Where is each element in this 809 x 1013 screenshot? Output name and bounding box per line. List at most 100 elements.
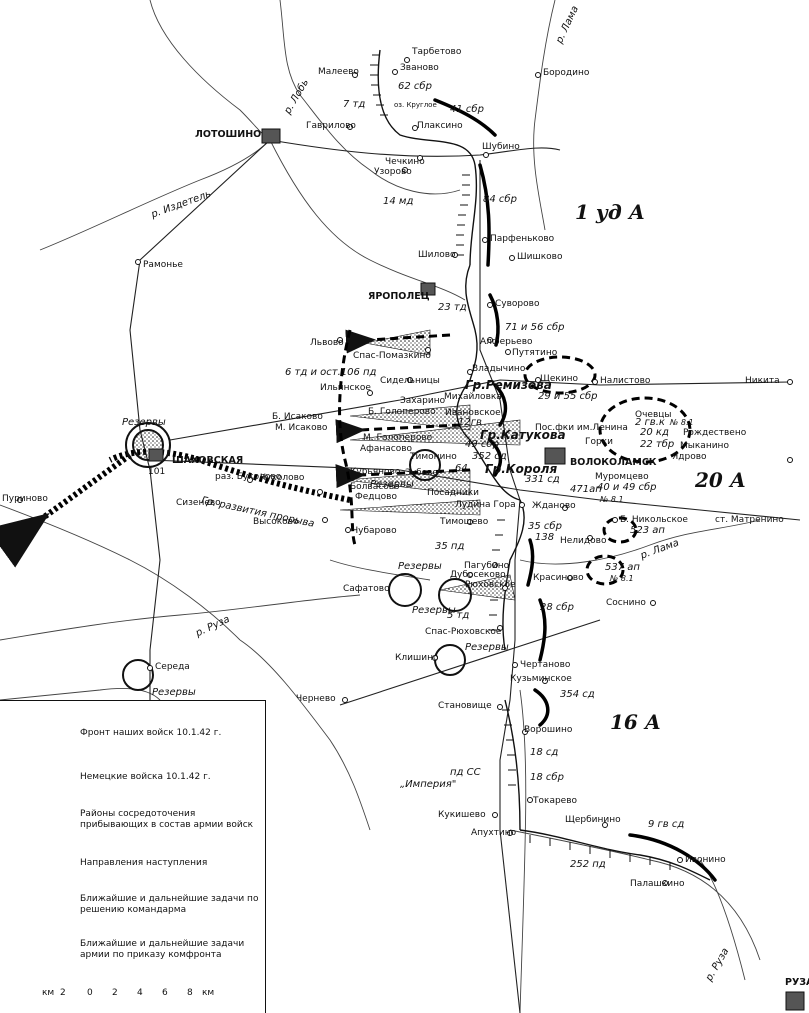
unit-label: 35 пд: [435, 541, 465, 552]
village: Кукишево: [438, 810, 486, 820]
shakhovskaya-block: [148, 448, 164, 462]
village: Тарбетово: [412, 47, 462, 57]
village: Палашкино: [630, 879, 685, 889]
village: Рождествено: [683, 428, 747, 438]
village: Б. Голоперово: [368, 407, 436, 417]
unit-label: 64: [455, 463, 468, 474]
village: Чертаново: [520, 660, 571, 670]
village: Шилово: [418, 250, 456, 260]
village: Михайловка: [444, 392, 502, 402]
unit-label: 71 и 56 сбр: [505, 322, 565, 333]
village: раз. Буколово: [215, 472, 282, 482]
unit-label: 138: [535, 532, 555, 543]
unit-label: 84 сбр: [483, 194, 517, 205]
village: Очевцы: [635, 410, 672, 420]
village: Посадники: [427, 488, 479, 498]
city-shakhovskaya: ШАХОВСКАЯ: [172, 455, 244, 466]
scale-suffix: км: [202, 988, 215, 998]
village: Становище: [438, 701, 492, 711]
scale-tick: 8: [187, 988, 193, 998]
reserve-label: Резервы: [122, 417, 166, 428]
village: Дубосеково: [450, 570, 506, 580]
army-label-16: 16 А: [610, 710, 662, 734]
village: Чубарово: [352, 526, 397, 536]
village: Чухолово: [260, 473, 305, 483]
village: Шишково: [517, 252, 563, 262]
unit-label: 9 гв сд: [648, 819, 685, 830]
legend: Фронт наших войск 10.1.42 г. Немецкие во…: [0, 700, 266, 1013]
village: Сидельницы: [380, 376, 440, 386]
village: Пуриново: [2, 494, 48, 504]
village: Кузьминское: [510, 674, 572, 684]
village: Апухтино: [471, 828, 517, 838]
reserve-label: Резервы: [465, 642, 509, 653]
unit-label: 35 сбр: [528, 521, 562, 532]
village: Щербинино: [565, 815, 621, 825]
legend-attack: Направления наступления: [80, 858, 208, 868]
village: Ивонино: [685, 855, 726, 865]
village: Нелидово: [560, 536, 607, 546]
village: Званово: [400, 63, 439, 73]
unit-label: пд СС: [450, 767, 481, 778]
city-yaropolets: ЯРОПОЛЕЦ: [368, 291, 430, 302]
village: Никита: [745, 376, 780, 386]
unit-label: 537 ап: [605, 562, 640, 573]
village: Мыканино: [680, 441, 729, 451]
unit-label: 29 и 55 сбр: [538, 391, 598, 402]
village: Гаврилово: [306, 121, 356, 131]
lake-label: оз. Круглое: [394, 101, 437, 109]
village: Суворово: [495, 299, 540, 309]
unit-label: 5 тд: [447, 610, 470, 621]
village: Афанасово: [360, 444, 413, 454]
group-label-korolya: Гр.Короля: [485, 462, 558, 476]
village: Пагубино: [464, 561, 510, 571]
unit-label: 331 сд: [525, 474, 560, 485]
village: М. Голоперово: [363, 433, 433, 443]
city-lotoshino: ЛОТОШИНО: [195, 129, 262, 140]
unit-label: 471ап: [570, 484, 602, 495]
village: Соснино: [606, 598, 646, 608]
scale-tick: 6: [162, 988, 168, 998]
legend-concentration: Районы сосредоточения прибывающих в сост…: [80, 809, 254, 830]
village: Середа: [155, 662, 190, 672]
village: Владычино: [472, 364, 526, 374]
village: Горки: [585, 437, 613, 447]
village: Тимошево: [440, 517, 489, 527]
village: Львово: [310, 338, 344, 348]
village: Шубино: [482, 142, 520, 152]
village: Узорово: [374, 167, 412, 177]
village: Пос.фки им.Ленина: [535, 423, 628, 433]
unit-label: 14 мд: [383, 196, 414, 207]
village: Бородино: [543, 68, 590, 78]
village: Федцово: [355, 492, 397, 502]
army-label-20: 20 А: [695, 468, 747, 492]
yaropolets-block: [420, 282, 436, 296]
unit-label: 23 тд: [438, 302, 467, 313]
legend-german: Немецкие войска 10.1.42 г.: [80, 772, 211, 782]
army-label-1ud: 1 уд А: [575, 200, 645, 224]
our-front: [433, 98, 717, 882]
village: Рамонье: [143, 260, 183, 270]
unit-label: 18 сбр: [530, 772, 564, 783]
unit-label: 523 ап: [630, 525, 665, 536]
unit-label: 352 сд: [472, 451, 507, 462]
unit-label: № 8.1: [670, 418, 694, 427]
village: Спас-Помазкино: [353, 351, 431, 361]
village: Щекино: [540, 374, 579, 384]
village: Тимонино: [410, 452, 457, 462]
village: Спас-Рюховское: [425, 627, 502, 637]
german-hatches: [370, 54, 671, 870]
village: Путятино: [512, 348, 558, 358]
unit-label: 101: [148, 467, 166, 477]
scale-unit: км: [42, 988, 55, 998]
village: Болвасово: [350, 482, 400, 492]
village: М. Исаково: [275, 423, 328, 433]
unit-label: 7 тд: [343, 99, 366, 110]
scale-tick: 0: [87, 988, 93, 998]
front-tasks: [0, 448, 351, 568]
lotoshino-block: [261, 128, 281, 144]
village: Зубово: [405, 468, 438, 478]
legend-front: Фронт наших войск 10.1.42 г.: [80, 728, 222, 738]
unit-label: № 8.1: [600, 495, 624, 504]
unit-label: 41 сбр: [450, 104, 484, 115]
